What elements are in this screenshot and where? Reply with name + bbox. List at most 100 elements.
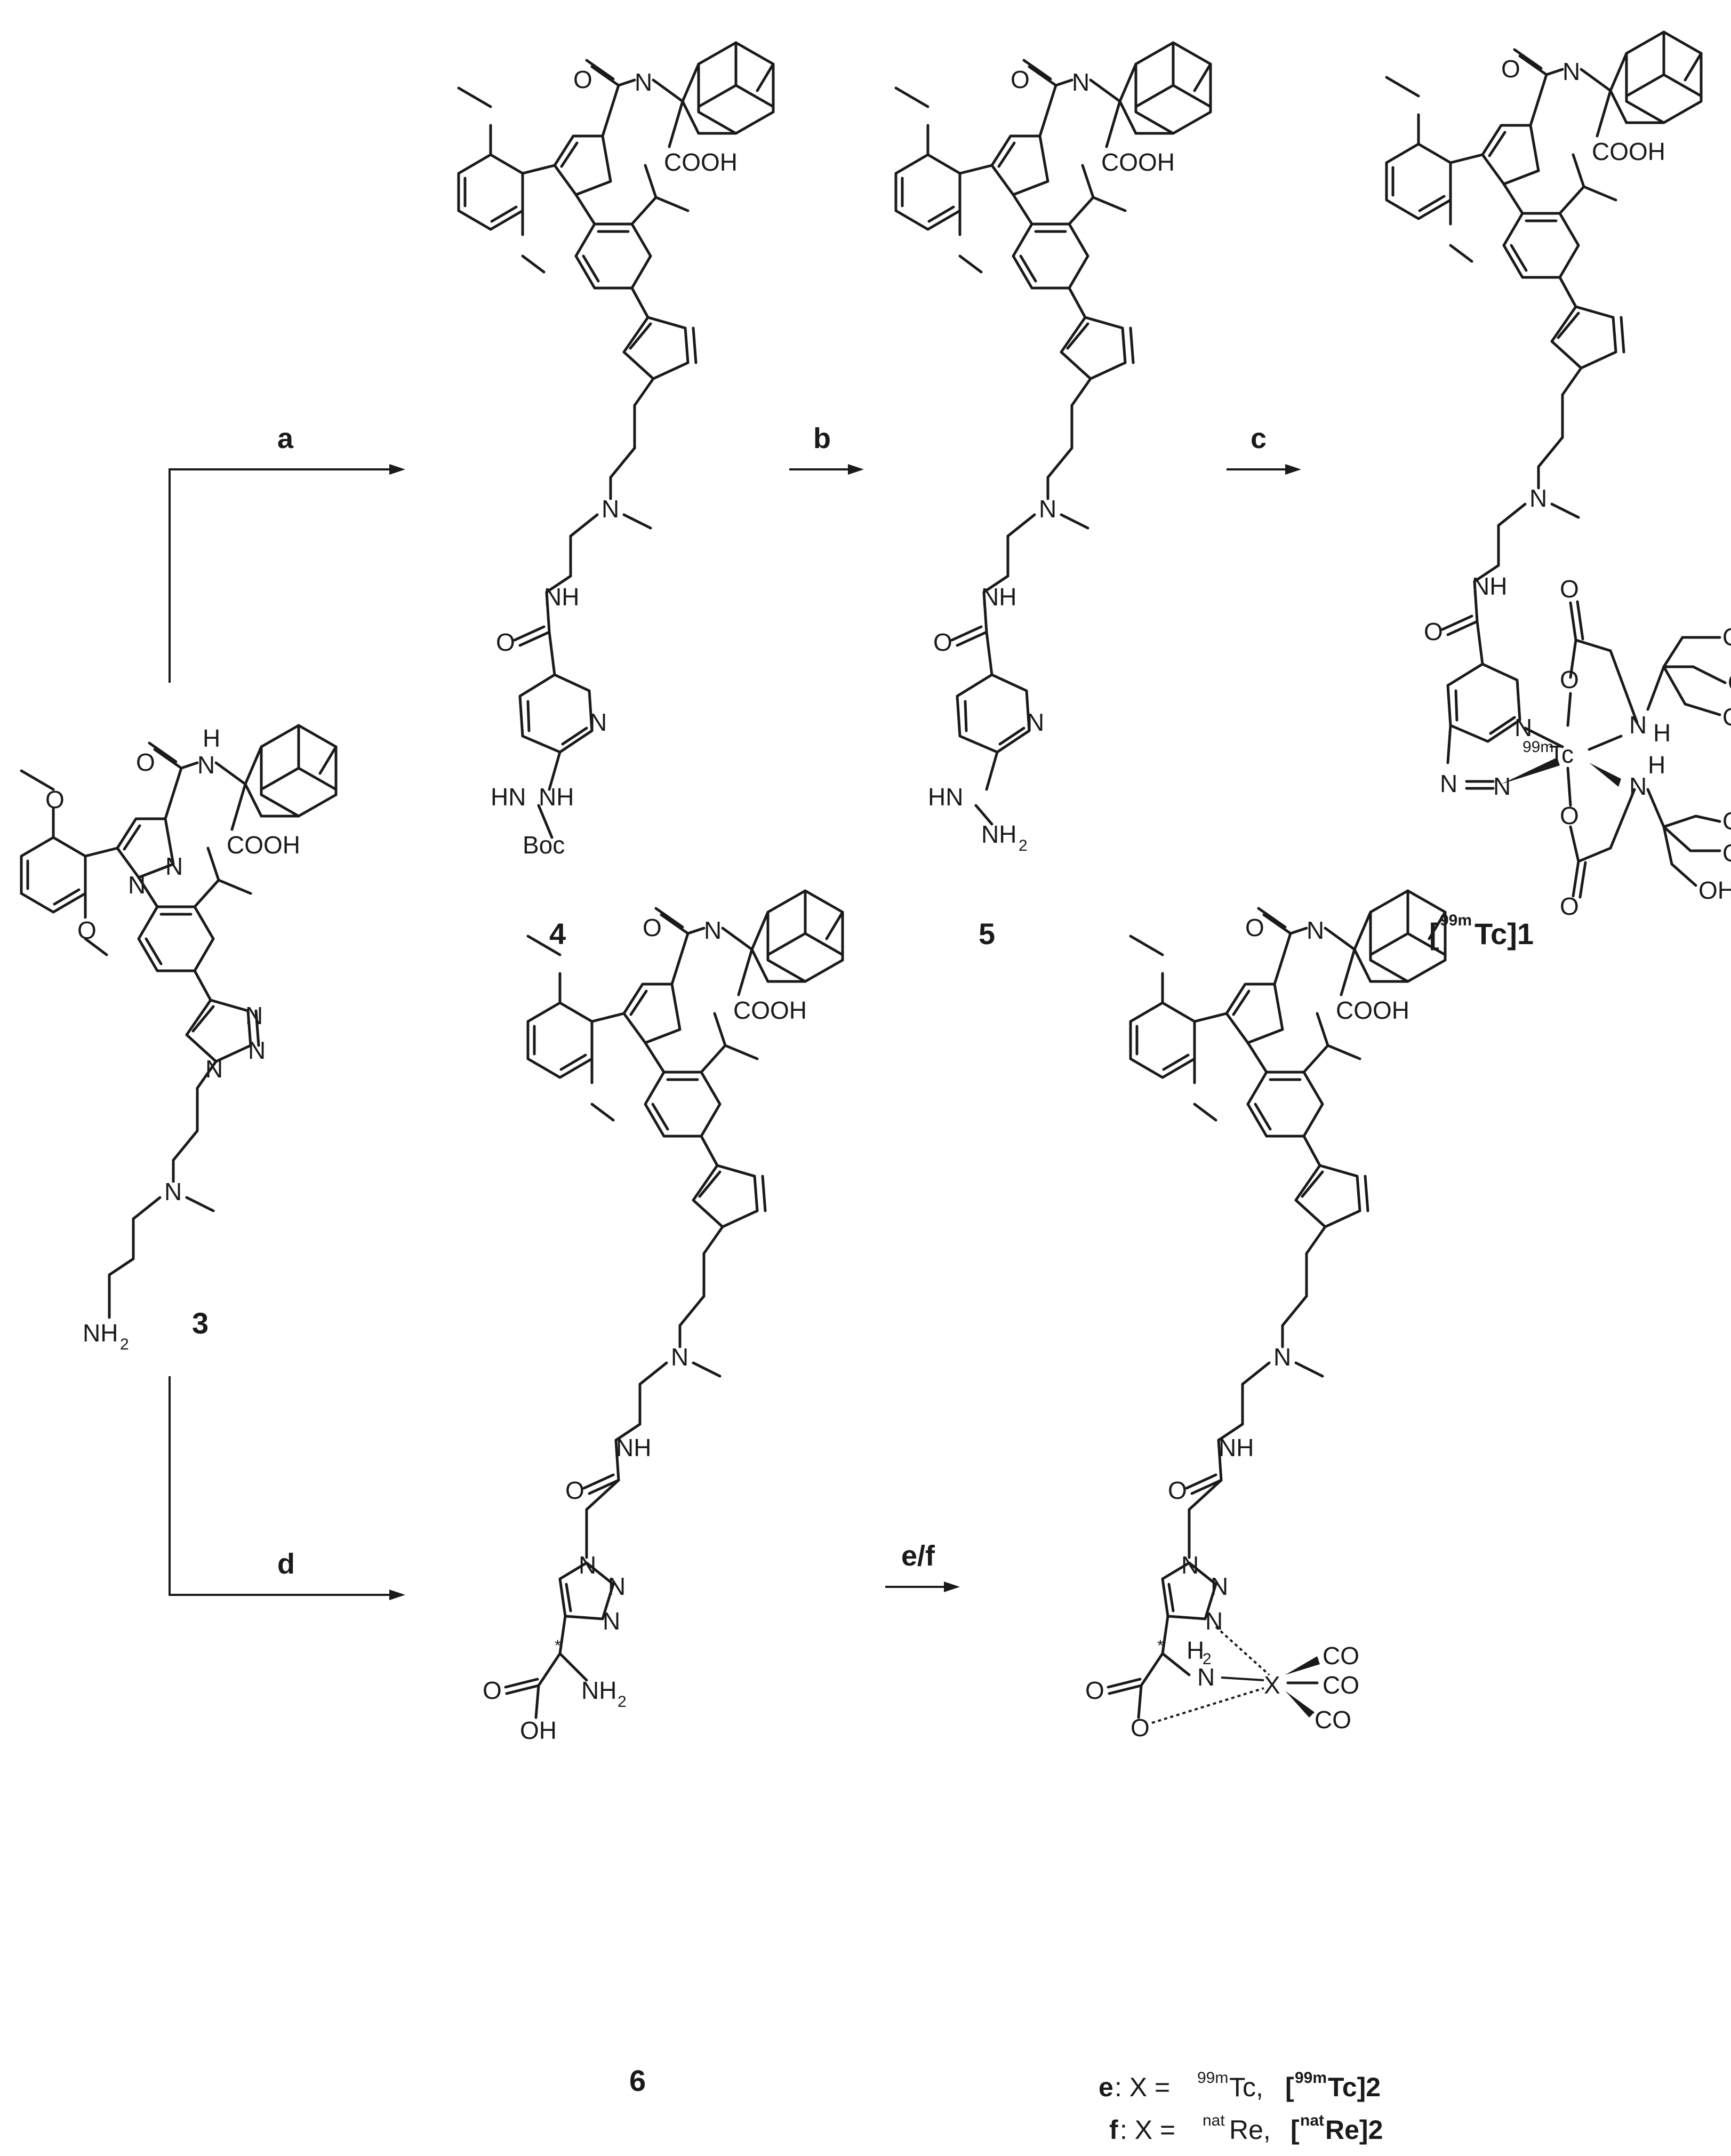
atom-o: O: [1560, 892, 1579, 920]
arrow-step-c: c: [1227, 422, 1301, 475]
compound-6-structure: O NH N N N * NH 2 O OH O N COOH N: [483, 891, 843, 1744]
atom-nh: NH: [544, 583, 579, 611]
atom-subscript-2: 2: [1019, 837, 1028, 855]
atom-nh: NH: [616, 1434, 651, 1462]
atom-o: O: [77, 916, 97, 944]
stereo-star: *: [1157, 1637, 1164, 1655]
atom-o: O: [1085, 1676, 1104, 1704]
atom-n: N: [1629, 711, 1647, 739]
caption-f-metal: Re,: [1229, 2115, 1271, 2145]
arrow-step-d: d: [169, 1376, 405, 1600]
atom-nh: NH: [1472, 572, 1507, 600]
atom-n: N: [197, 751, 215, 779]
caption-f-prefix: f: [1109, 2115, 1118, 2145]
atom-h: H: [1653, 719, 1671, 747]
caption-e-b2: Tc]2: [1328, 2072, 1381, 2102]
atom-n: N: [589, 708, 607, 736]
arrow-step-a: a: [169, 422, 405, 683]
atom-n: N: [603, 1607, 620, 1635]
atom-n: N: [205, 1055, 223, 1083]
atom-o: O: [1168, 1476, 1187, 1504]
atom-co: CO: [1315, 1706, 1351, 1734]
atom-oh: OH: [520, 1716, 557, 1744]
step-label-b: b: [813, 422, 831, 454]
caption-e-prefix: e: [1099, 2072, 1113, 2102]
atom-h: H: [203, 724, 220, 752]
compound-3-structure: O H N COOH N N O O N N N N NH 2: [21, 724, 336, 1353]
atom-cooh: COOH: [1592, 138, 1665, 165]
tc-isotope: 99m: [1522, 738, 1553, 756]
caption-f-b1: [: [1291, 2115, 1300, 2145]
atom-n: N: [245, 1002, 263, 1029]
atom-n: N: [1197, 1663, 1215, 1691]
caption-e-text: : X =: [1115, 2072, 1170, 2102]
atom-n: N: [635, 68, 652, 96]
compound-label-tc1: [ 99m Tc]1: [1429, 912, 1534, 951]
atom-nh2: NH: [981, 820, 1016, 848]
atom-nh2: NH: [83, 1319, 118, 1347]
atom-n: N: [1181, 1551, 1199, 1579]
compound-5-structure: O NH N HN NH 2 O N COOH N: [896, 43, 1211, 855]
atom-o: O: [45, 786, 65, 813]
atom-n: N: [1629, 772, 1647, 800]
atom-h2: H: [1187, 1636, 1204, 1664]
atom-nh: NH: [1219, 1434, 1254, 1462]
atom-subscript-2: 2: [120, 1336, 129, 1353]
atom-n: N: [579, 1551, 596, 1579]
caption-e: e : X = 99m Tc, [ 99m Tc]2: [1099, 2069, 1381, 2102]
arrow-step-ef: e/f: [885, 1540, 960, 1592]
atom-n: N: [248, 1036, 266, 1064]
compound-2-structure: O NH N N N * H 2 N X CO CO CO O O O N CO…: [1085, 891, 1445, 1742]
caption-f: f : X = nat Re, [ nat Re]2: [1109, 2112, 1383, 2145]
atom-n: N: [1027, 708, 1044, 736]
atom-n: N: [602, 495, 619, 523]
caption-e-bsup: 99m: [1295, 2069, 1327, 2087]
compound-4-structure: O NH N HN NH Boc O N COOH N: [459, 43, 773, 859]
atom-n: N: [704, 916, 722, 944]
atom-tc: Tc: [1549, 740, 1574, 768]
atom-h: H: [1648, 751, 1665, 779]
atom-n: N: [1307, 916, 1324, 944]
compound-label-6: 6: [629, 2064, 646, 2097]
atom-o: O: [1011, 66, 1030, 93]
atom-o: O: [1245, 914, 1264, 941]
atom-n: N: [128, 871, 146, 899]
atom-x: X: [1264, 1671, 1280, 1699]
atom-co: CO: [1323, 1671, 1359, 1699]
atom-nh: NH: [539, 783, 574, 811]
atom-o: O: [1560, 575, 1579, 603]
atom-o: O: [136, 748, 155, 776]
atom-n: N: [608, 1572, 626, 1600]
caption-f-bsup: nat: [1300, 2112, 1324, 2129]
atom-o: O: [1560, 666, 1579, 693]
atom-n: N: [1273, 1343, 1291, 1371]
step-label-ef: e/f: [901, 1540, 935, 1572]
atom-n: N: [165, 852, 183, 880]
atom-o: O: [643, 914, 662, 941]
atom-n: N: [1440, 770, 1457, 797]
atom-o: O: [1501, 55, 1520, 83]
atom-o: O: [496, 628, 515, 656]
atom-n: N: [1039, 495, 1056, 523]
step-label-c: c: [1251, 422, 1267, 454]
atom-co: CO: [1323, 1642, 1359, 1670]
atom-cooh: COOH: [733, 996, 807, 1024]
atom-cooh: COOH: [227, 831, 300, 859]
atom-o: O: [1131, 1714, 1150, 1742]
atom-n: N: [164, 1178, 182, 1205]
compound-label-4: 4: [549, 917, 566, 951]
atom-oh: OH: [1722, 703, 1731, 731]
atom-hn: HN: [491, 783, 526, 811]
atom-n: N: [1562, 58, 1580, 85]
atom-cooh: COOH: [664, 148, 738, 176]
caption-e-b1: [: [1285, 2072, 1294, 2102]
atom-cooh: COOH: [1101, 148, 1175, 176]
atom-n: N: [1205, 1607, 1223, 1635]
atom-o: O: [573, 66, 592, 93]
atom-n: N: [1072, 68, 1089, 96]
atom-subscript-2: 2: [1203, 1650, 1212, 1668]
atom-hn: HN: [928, 783, 963, 811]
step-label-a: a: [277, 422, 294, 454]
atom-boc: Boc: [523, 831, 565, 859]
